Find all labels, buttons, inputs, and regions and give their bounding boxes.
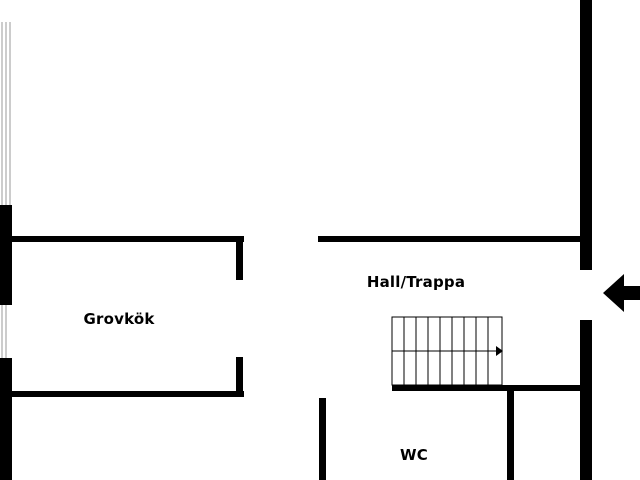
wall-segment [580, 320, 592, 480]
wall-segment [236, 357, 243, 397]
wc-walls [319, 385, 584, 480]
right-exterior-wall [580, 0, 592, 480]
grovkok-walls [8, 236, 244, 397]
window-upper-left [1, 22, 11, 205]
wall-segment [8, 236, 244, 242]
arrow-left-icon [603, 274, 640, 312]
window-grovkok [1, 305, 7, 358]
left-exterior-wall [0, 205, 12, 480]
stair-direction-arrow [496, 346, 503, 356]
wall-segment [0, 205, 12, 305]
room-label-hall: Hall/Trappa [366, 273, 466, 291]
room-label-wc: WC [400, 446, 428, 464]
wall-segment [580, 0, 592, 270]
wall-segment [319, 398, 326, 480]
wall-segment [0, 358, 12, 480]
room-label-grovkok: Grovkök [83, 310, 155, 328]
wall-segment [392, 385, 584, 391]
wall-segment [236, 236, 243, 280]
wall-segment [8, 391, 244, 397]
wall-segment [507, 391, 514, 480]
staircase [391, 316, 503, 386]
hall-top-wall [318, 236, 584, 242]
